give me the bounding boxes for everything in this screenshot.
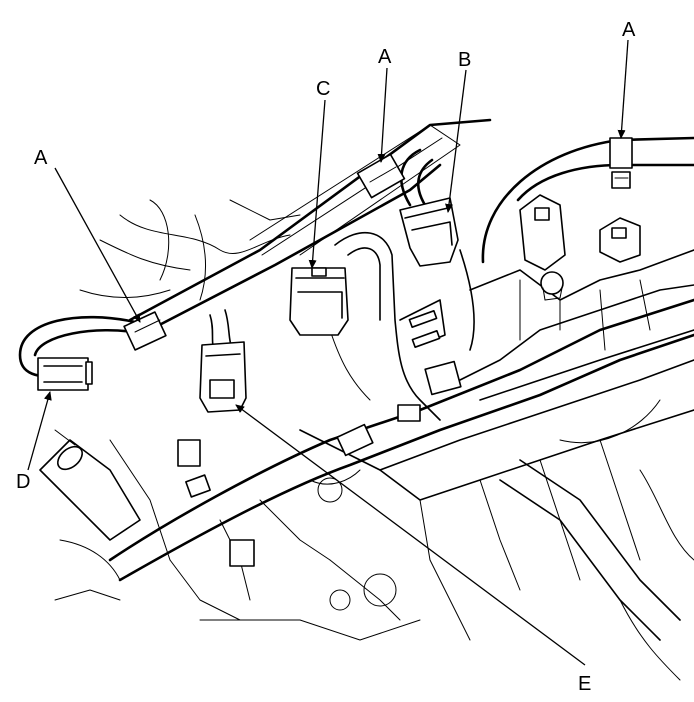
leader-e [235, 404, 586, 666]
callout-label-a-right: A [622, 19, 636, 41]
leader-a-middle [377, 67, 388, 163]
callout-label-c: C [316, 78, 330, 100]
connector-a-middle [356, 153, 406, 199]
callout-label-d: D [16, 471, 30, 493]
connector-e [199, 341, 247, 413]
connector-a-left [123, 311, 167, 351]
harness-clips [177, 360, 462, 567]
leader-a-right [617, 39, 629, 139]
callout-label-b: B [458, 49, 471, 71]
leader-a-left [54, 167, 141, 323]
leader-c [308, 99, 326, 269]
connector-a-right [609, 137, 633, 189]
callout-leaders [27, 39, 629, 666]
connector-b [399, 197, 459, 267]
callout-label-a-middle: A [378, 46, 392, 68]
callout-label-e: E [578, 673, 591, 695]
callout-label-a-left: A [34, 147, 48, 169]
connector-d [37, 357, 93, 391]
engine-background [39, 124, 694, 681]
leader-d [27, 391, 52, 471]
wire-harness [18, 118, 694, 582]
callout-labels: A A A B C D E [16, 19, 636, 695]
connector-c [289, 267, 349, 336]
connectors [37, 137, 633, 567]
leader-b [445, 69, 467, 213]
